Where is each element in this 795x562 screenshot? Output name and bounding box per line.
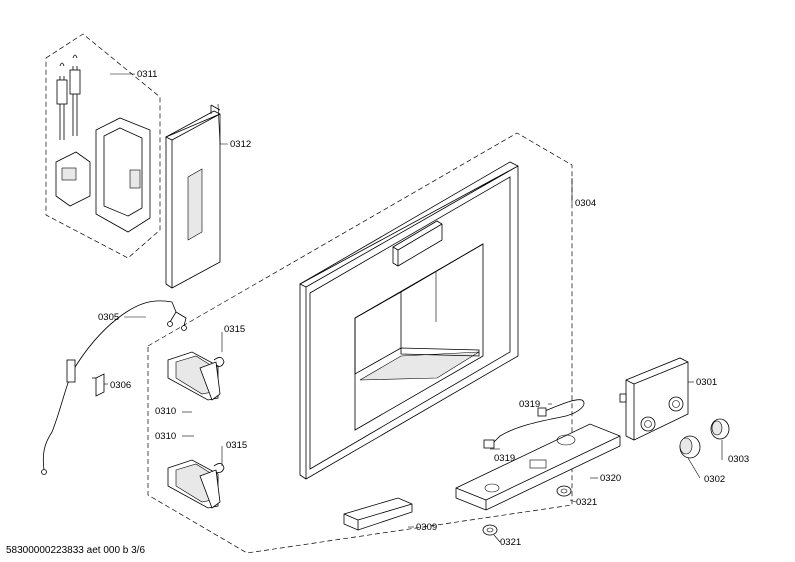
- part-0321-clip-b: [482, 524, 498, 536]
- label-0319-upper: 0319: [519, 399, 540, 410]
- label-0321-left: 0321: [500, 537, 521, 548]
- part-0303-knob: [710, 418, 730, 440]
- part-0305-cable: [41, 300, 187, 475]
- part-0301-control-housing: [619, 357, 689, 441]
- part-0321-clip-a: [556, 485, 572, 497]
- part-0309-tray: [343, 497, 413, 531]
- label-0315-lower: 0315: [226, 440, 247, 451]
- label-0301: 0301: [696, 377, 717, 388]
- part-0310-hinge-upper: [167, 351, 225, 401]
- part-0319-cable: [483, 399, 585, 449]
- label-0321-right: 0321: [576, 497, 597, 508]
- label-0311: 0311: [137, 69, 157, 80]
- leader-lines: [104, 73, 723, 543]
- label-0319-lower: 0319: [494, 453, 515, 464]
- group-outline-0311: [45, 33, 161, 259]
- label-0310-lower: 0310: [155, 431, 176, 442]
- label-0306: 0306: [110, 380, 131, 391]
- label-0309: 0309: [416, 522, 437, 533]
- part-0311-assembly: [55, 54, 151, 233]
- label-0305: 0305: [98, 312, 119, 323]
- label-0315-upper: 0315: [224, 324, 245, 335]
- group-outline-0304: [147, 132, 573, 554]
- label-0302: 0302: [704, 474, 725, 485]
- label-0312: 0312: [230, 139, 251, 150]
- part-0320-panel-plate: [455, 423, 621, 511]
- part-0304-front-frame: [299, 161, 519, 480]
- label-0303: 0303: [728, 454, 749, 465]
- part-0310-hinge-lower: [167, 459, 225, 509]
- part-0312-side-panel: [165, 104, 221, 289]
- part-0302-knob: [679, 435, 701, 459]
- document-reference: 58300000223833 aet 000 b 3/6: [6, 545, 145, 556]
- label-0320: 0320: [600, 473, 621, 484]
- label-0304: 0304: [575, 198, 596, 209]
- label-0310-upper: 0310: [155, 406, 176, 417]
- part-0306-bracket: [92, 373, 105, 397]
